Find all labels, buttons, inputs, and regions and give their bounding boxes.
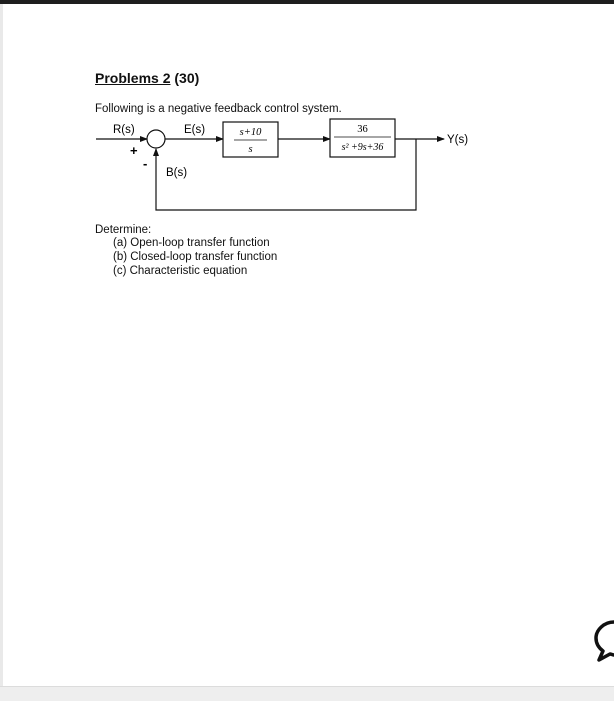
plus-sign: + bbox=[130, 143, 138, 158]
output-label: Y(s) bbox=[447, 134, 468, 146]
speech-bubble-icon[interactable] bbox=[590, 614, 614, 666]
summing-junction bbox=[146, 129, 166, 149]
determine-heading: Determine: bbox=[95, 224, 152, 236]
feedback-label: B(s) bbox=[166, 167, 187, 179]
controller-denominator: s bbox=[248, 144, 252, 155]
bottom-bar bbox=[0, 686, 614, 701]
controller-block bbox=[222, 121, 279, 158]
question-a: (a) Open-loop transfer function bbox=[113, 237, 270, 249]
minus-sign: - bbox=[143, 156, 147, 171]
block-diagram: R(s) + - E(s) s+10 s 36 s² +9s+36 Y(s) B… bbox=[96, 118, 468, 211]
input-label: R(s) bbox=[113, 124, 135, 136]
problem-intro: Following is a negative feedback control… bbox=[95, 103, 342, 115]
page-edge bbox=[0, 4, 3, 688]
feedback-path-line bbox=[153, 139, 417, 211]
controller-numerator: s+10 bbox=[240, 127, 262, 138]
error-label: E(s) bbox=[184, 124, 205, 136]
top-bar bbox=[0, 0, 614, 4]
problem-title: Problems 2 (30) bbox=[95, 70, 199, 86]
plant-numerator: 36 bbox=[357, 124, 368, 135]
problem-title-label: Problems 2 bbox=[95, 70, 171, 86]
question-c: (c) Characteristic equation bbox=[113, 265, 248, 277]
problem-points: (30) bbox=[174, 70, 200, 86]
plant-block bbox=[329, 118, 396, 158]
plant-denominator: s² +9s+36 bbox=[342, 142, 384, 153]
question-b: (b) Closed-loop transfer function bbox=[113, 251, 278, 263]
